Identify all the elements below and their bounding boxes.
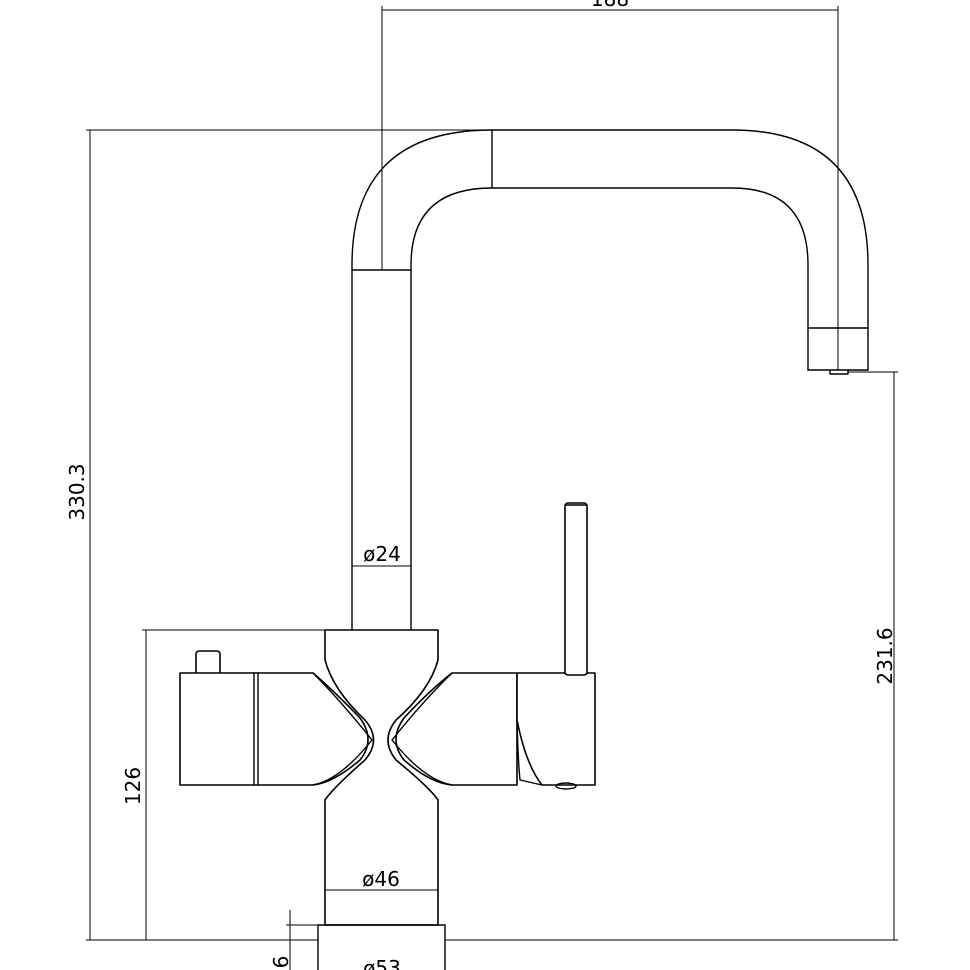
dimension-spout-diameter: ø24 [352,542,411,567]
dimension-label-base-thickness: 6 [269,956,293,969]
dimension-label-spout-diameter: ø24 [363,542,401,566]
dimension-body-height: 126 [121,629,325,940]
spout [351,129,869,631]
dimension-overall-height: 330.3 [65,129,492,941]
dimension-label-body-height: 126 [121,767,145,805]
tap-base [317,924,446,970]
dimension-body-diameter: ø46 [325,867,438,891]
dimension-label-body-diameter: ø46 [362,867,400,891]
dimension-base-diameter: ø53 [363,956,401,970]
dimension-label-base-diameter: ø53 [363,956,401,970]
dimension-label-overall-height: 330.3 [65,463,89,520]
dimension-base-thickness: 6 [269,910,318,970]
tap-body [179,502,596,926]
dimension-label-spout-reach: 188 [591,0,629,11]
dimension-label-spout-height: 231.6 [873,627,897,684]
dimension-spout-height: 231.6 [445,371,898,941]
dimension-spout-reach: 188 [381,0,839,370]
